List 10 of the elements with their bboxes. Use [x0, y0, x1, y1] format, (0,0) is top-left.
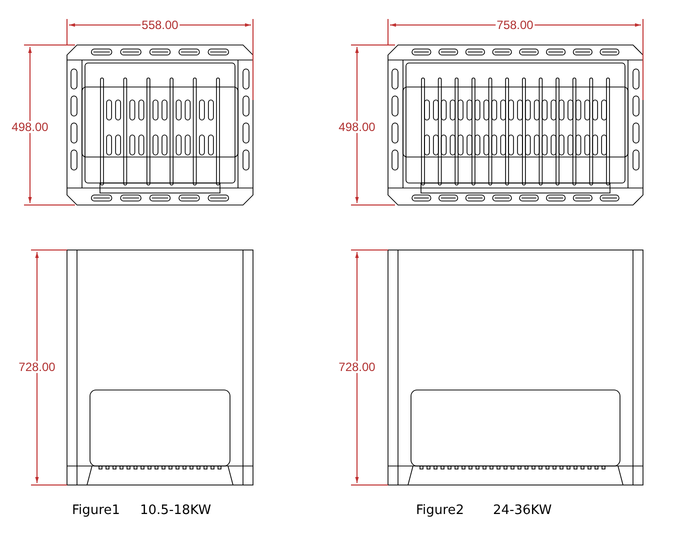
- dimension-label: 558.00: [140, 19, 180, 31]
- dimension-label: 498.00: [10, 121, 50, 133]
- figure-caption: 24-36KW: [493, 504, 552, 517]
- figure-caption: Figure1: [72, 504, 120, 517]
- figure-caption: Figure2: [416, 504, 464, 517]
- dimension-label: 728.00: [338, 361, 376, 373]
- dimension-label: 728.00: [18, 361, 56, 373]
- figure-caption: 10.5-18KW: [140, 504, 212, 517]
- dimension-label: 758.00: [496, 19, 534, 31]
- dimension-label: 498.00: [338, 121, 376, 133]
